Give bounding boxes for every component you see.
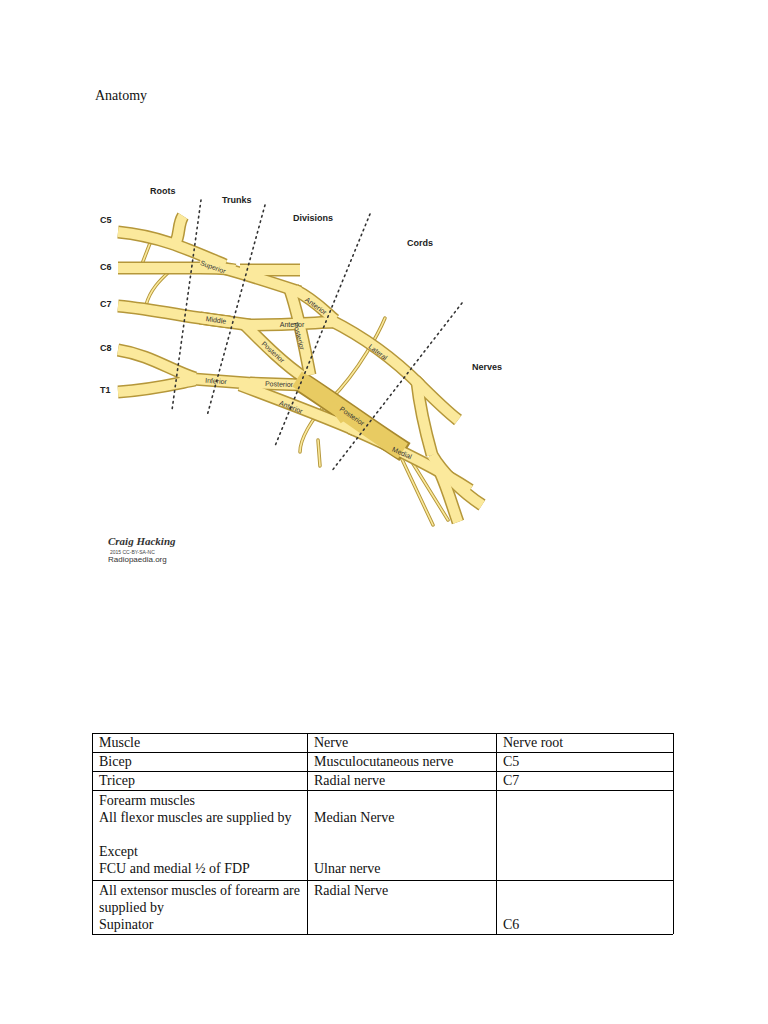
section-heading: Trunks	[222, 195, 252, 206]
division-label: Anterior	[304, 296, 328, 316]
division-label: Anterior	[280, 321, 305, 328]
root-label: C7	[100, 299, 112, 310]
table-grid	[92, 934, 673, 935]
table-cell: Radial Nerve	[314, 882, 492, 899]
table-cell: FCU and medial ½ of FDP	[99, 860, 303, 877]
root-label: C5	[100, 215, 112, 226]
section-heading: Roots	[150, 186, 176, 197]
table-grid	[92, 880, 673, 881]
table-cell: C7	[503, 772, 668, 789]
section-divider	[331, 303, 462, 472]
section-heading: Nerves	[472, 362, 502, 373]
table-cell: Nerve root	[503, 734, 668, 751]
table-cell: All flexor muscles are supplied by	[99, 809, 303, 826]
section-divider	[172, 200, 201, 410]
table-cell: Ulnar nerve	[314, 860, 492, 877]
table-cell: Bicep	[99, 753, 299, 770]
page-title: Anatomy	[95, 88, 147, 105]
nerve-outline	[118, 216, 482, 522]
section-divider	[172, 200, 462, 472]
credit-text: 2015 CC-BY-SA-NC	[110, 549, 155, 555]
cord-label: Medial	[391, 446, 413, 461]
table-grid	[673, 733, 674, 934]
credit-text: Radiopaedia.org	[108, 555, 167, 565]
division-label: Posterior	[260, 340, 286, 364]
thin-nerve-fill	[318, 440, 320, 466]
table-grid	[92, 771, 673, 772]
table-cell: Supinator	[99, 916, 303, 933]
table-grid	[307, 733, 308, 934]
table-grid	[92, 733, 673, 934]
thin-nerve	[146, 271, 170, 305]
thin-nerve	[318, 440, 320, 466]
division-label: Anterior	[278, 399, 303, 415]
table-grid	[496, 733, 497, 934]
table-cell: C5	[503, 753, 668, 770]
section-heading: Divisions	[293, 213, 333, 224]
root-label: C8	[100, 343, 112, 354]
table-cell: Forearm muscles	[99, 792, 303, 809]
trunk-label: Middle	[205, 315, 226, 325]
table-cell: Nerve	[314, 734, 492, 751]
cord-label: Posterior	[339, 405, 366, 427]
credit-text: Craig Hacking	[108, 535, 176, 548]
table-cell: All extensor muscles of forearm are supp…	[99, 882, 303, 916]
section-heading: Cords	[407, 238, 433, 249]
table-cell: Median Nerve	[314, 809, 492, 826]
table-cell: Radial nerve	[314, 772, 492, 789]
cord-label: Lateral	[367, 343, 388, 361]
table-grid	[92, 790, 673, 791]
root-label: C6	[100, 262, 112, 273]
section-divider	[275, 214, 370, 446]
table-cell: Tricep	[99, 772, 299, 789]
table-cell: Except	[99, 843, 303, 860]
trunk-label: Superior	[199, 259, 226, 275]
nerve-fill	[118, 216, 482, 522]
table-grid	[92, 733, 93, 934]
plexus-illustration	[118, 200, 482, 525]
table-grid	[92, 733, 673, 734]
table-cell: C6	[503, 916, 668, 933]
table-cell: Muscle	[99, 734, 299, 751]
root-label: T1	[100, 385, 111, 396]
division-label: Posterior	[265, 380, 293, 388]
table-grid	[92, 752, 673, 753]
trunk-label: Inferior	[205, 377, 227, 386]
posterior-cord	[297, 379, 403, 451]
table-cell: Musculocutaneous nerve	[314, 753, 492, 770]
thin-nerve-fill	[146, 271, 170, 305]
